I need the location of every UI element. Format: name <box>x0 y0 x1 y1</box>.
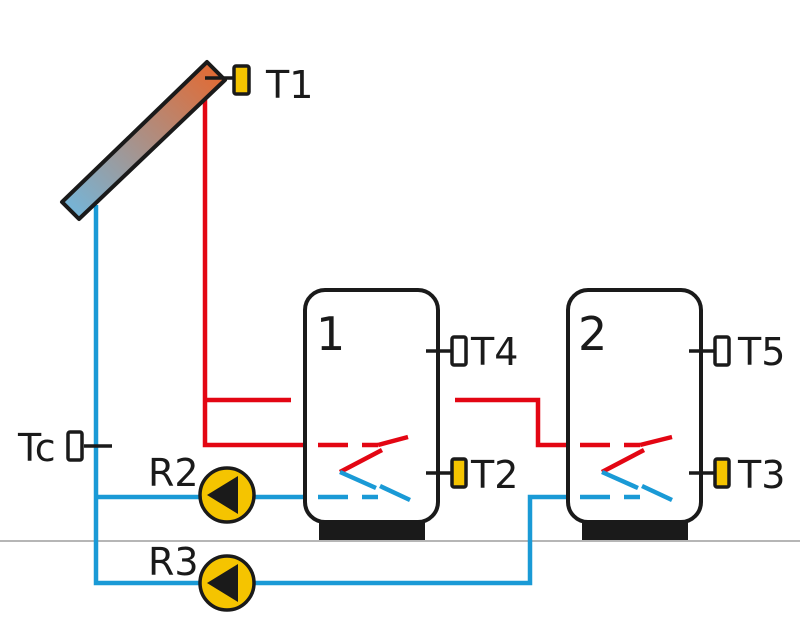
tank-2-label: 2 <box>578 307 607 361</box>
sensor-t4: T4 <box>450 330 518 374</box>
hot-pipe-tank1-to-tank2 <box>455 397 580 448</box>
hot-pipe-collector-to-tank1 <box>202 80 318 448</box>
temperature-sensor-icon <box>450 335 468 367</box>
pump-r2-arrow <box>207 476 238 514</box>
pump-r2-label: R2 <box>148 451 199 495</box>
sensor-tc-label: Tc <box>17 426 56 470</box>
sensor-t3: T3 <box>713 453 785 497</box>
storage-tank-icon <box>566 288 703 524</box>
tank-1-coil-cold-end <box>379 483 411 503</box>
tank-1-coil-diag-hot <box>338 448 384 474</box>
cold-pipe-return-loop <box>93 205 580 586</box>
sensor-t1-label: T1 <box>265 63 313 107</box>
pump-r2: R2 <box>148 451 256 524</box>
solar-collector-icon <box>60 60 227 221</box>
sensor-t1: T1 <box>205 63 313 107</box>
pump-r3-label: R3 <box>148 540 199 584</box>
temperature-sensor-icon <box>450 457 468 489</box>
sensor-t2-label: T2 <box>470 453 518 497</box>
temperature-sensor-icon <box>66 430 84 462</box>
sensor-t4-label: T4 <box>470 330 518 374</box>
temperature-sensor-icon <box>713 457 731 489</box>
temperature-sensor-icon <box>713 335 731 367</box>
temperature-sensor-icon <box>232 64 251 96</box>
tank-1-coil-diag-cold <box>339 469 377 491</box>
sensor-t5-label: T5 <box>737 330 785 374</box>
pump-r3-arrow <box>207 564 238 602</box>
tank-1-coil-hot-end <box>377 434 409 448</box>
pump-r3: R3 <box>148 540 256 612</box>
sensor-t3-label: T3 <box>737 453 785 497</box>
sensor-tc: Tc <box>17 426 84 470</box>
tank-1-label: 1 <box>316 307 345 361</box>
storage-tank-icon <box>303 288 440 524</box>
tank-2-coil-diag-cold <box>601 469 639 491</box>
tank-2-coil-cold-end <box>641 483 673 503</box>
storage-tank-2: 2 <box>566 288 715 540</box>
sensor-t2: T2 <box>450 453 518 497</box>
tank-2-coil-hot-end <box>639 434 673 448</box>
sensor-t5: T5 <box>713 330 785 374</box>
storage-tank-1: 1 <box>303 288 452 540</box>
tank-2-coil-diag-hot <box>600 448 646 474</box>
